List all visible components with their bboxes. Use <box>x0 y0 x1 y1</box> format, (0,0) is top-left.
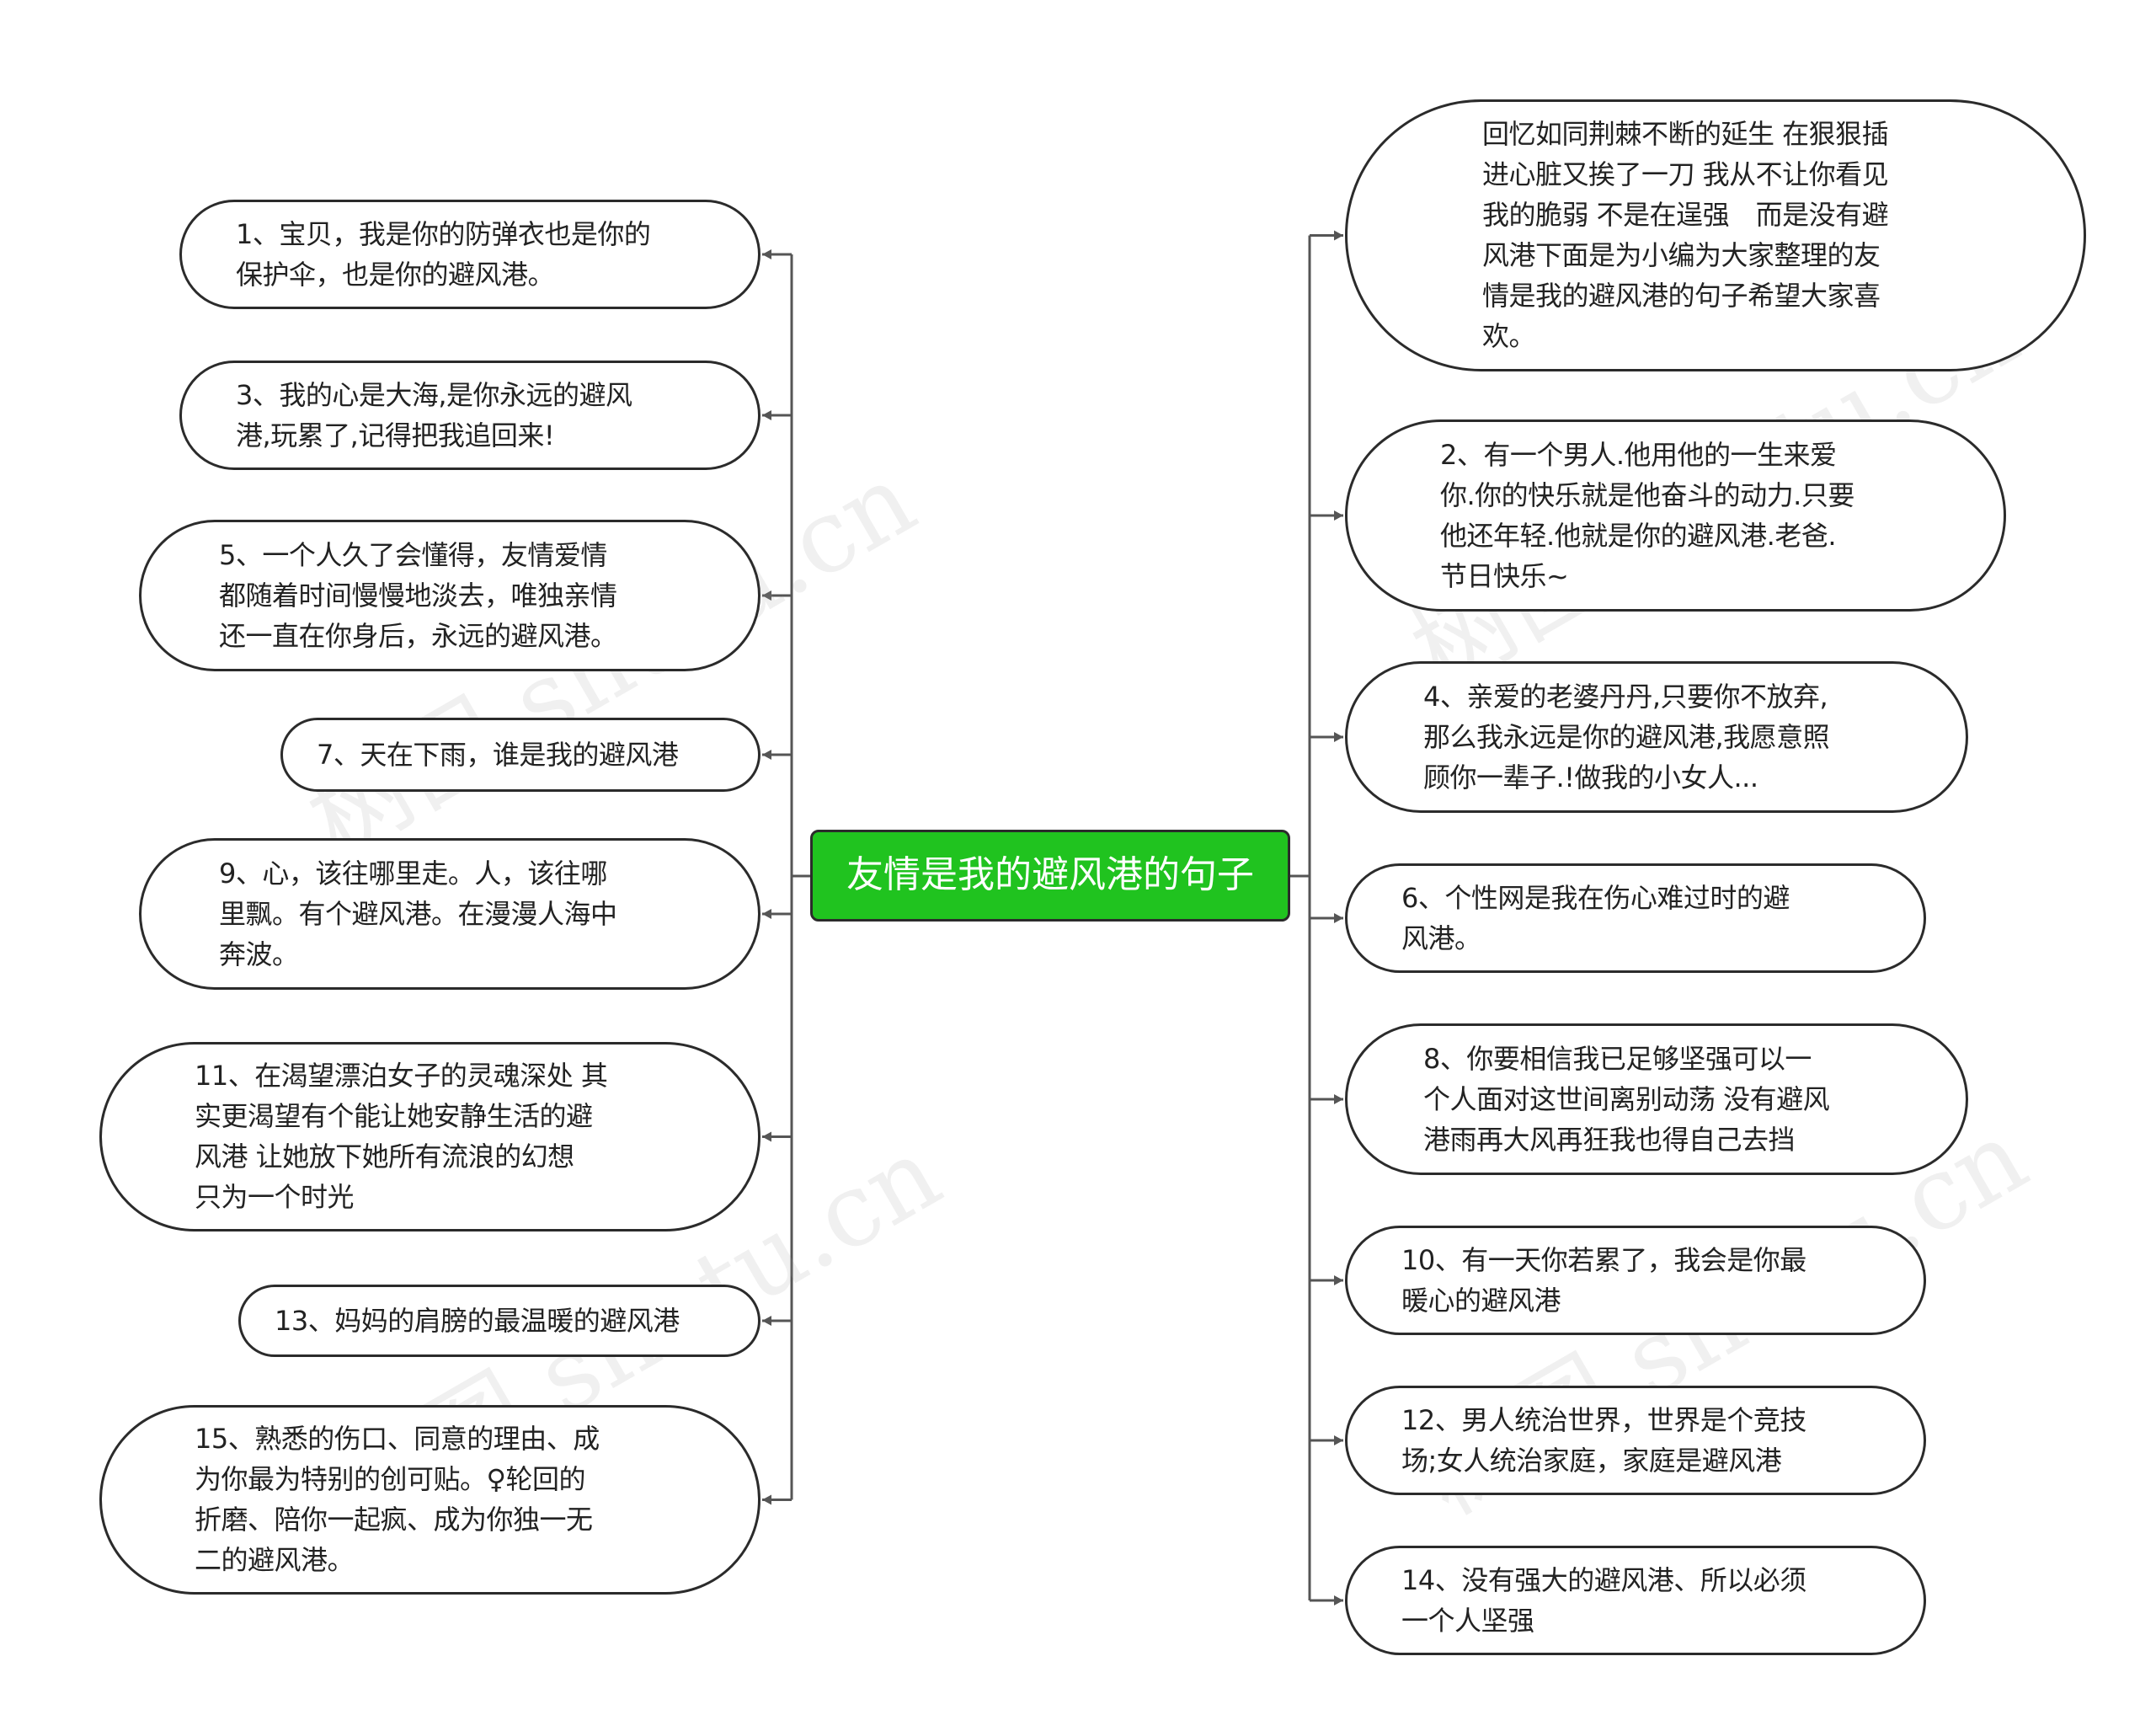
arrowhead <box>762 1131 771 1142</box>
arrowhead <box>1334 1435 1343 1445</box>
node-text-line: 风港 让她放下她所有流浪的幻想 <box>195 1141 574 1173</box>
arrowhead <box>1334 1595 1343 1605</box>
node-text-line: 只为一个时光 <box>195 1181 355 1213</box>
node-text-line: 一个人坚强 <box>1401 1605 1534 1637</box>
right-branch-node[interactable]: 回忆如同荆棘不断的延生 在狠狠插进心脏又挨了一刀 我从不让你看见我的脆弱 不是在… <box>1345 99 2086 371</box>
arrowhead <box>762 750 771 760</box>
arrowhead <box>1334 732 1343 742</box>
node-text-line: 为你最为特别的创可贴。♀轮回的 <box>195 1463 585 1495</box>
node-text-line: 1、宝贝，我是你的防弹衣也是你的 <box>236 218 651 250</box>
left-branch-node[interactable]: 3、我的心是大海,是你永远的避风港,玩累了,记得把我追回来! <box>179 361 760 470</box>
left-branch-node[interactable]: 13、妈妈的肩膀的最温暖的避风港 <box>238 1285 760 1357</box>
arrowhead <box>1334 230 1343 241</box>
arrowhead <box>1334 1094 1343 1104</box>
node-text: 9、心，该往哪里走。人，该往哪里飘。有个避风港。在漫漫人海中奔波。 <box>219 853 617 975</box>
node-text-line: 12、男人统治世界，世界是个竞技 <box>1401 1404 1806 1436</box>
node-text: 回忆如同荆棘不断的延生 在狠狠插进心脏又挨了一刀 我从不让你看见我的脆弱 不是在… <box>1482 114 1889 356</box>
left-branch-node[interactable]: 7、天在下雨，谁是我的避风港 <box>280 718 760 792</box>
node-text-line: 13、妈妈的肩膀的最温暖的避风港 <box>275 1305 680 1337</box>
arrowhead <box>762 909 771 919</box>
node-text: 15、熟悉的伤口、同意的理由、成为你最为特别的创可贴。♀轮回的折磨、陪你一起疯、… <box>195 1418 600 1580</box>
left-branch-node[interactable]: 15、熟悉的伤口、同意的理由、成为你最为特别的创可贴。♀轮回的折磨、陪你一起疯、… <box>99 1405 760 1595</box>
right-branch-node[interactable]: 10、有一天你若累了，我会是你最暖心的避风港 <box>1345 1226 1926 1335</box>
node-text: 5、一个人久了会懂得，友情爱情都随着时间慢慢地淡去，唯独亲情还一直在你身后，永远… <box>219 535 617 656</box>
node-text-line: 还一直在你身后，永远的避风港。 <box>219 620 617 652</box>
node-text-line: 二的避风港。 <box>195 1544 355 1576</box>
left-branch-node[interactable]: 5、一个人久了会懂得，友情爱情都随着时间慢慢地淡去，唯独亲情还一直在你身后，永远… <box>139 520 760 671</box>
left-branch-node[interactable]: 11、在渴望漂泊女子的灵魂深处 其实更渴望有个能让她安静生活的避风港 让她放下她… <box>99 1042 760 1231</box>
node-text-line: 节日快乐~ <box>1440 560 1569 592</box>
right-branch-node[interactable]: 12、男人统治世界，世界是个竞技场;女人统治家庭，家庭是避风港 <box>1345 1386 1926 1495</box>
right-branch-node[interactable]: 2、有一个男人.他用他的一生来爱你.你的快乐就是他奋斗的动力.只要他还年轻.他就… <box>1345 419 2006 612</box>
node-text-line: 进心脏又挨了一刀 我从不让你看见 <box>1482 158 1889 190</box>
node-text-line: 情是我的避风港的句子希望大家喜 <box>1482 280 1881 312</box>
right-branch-node[interactable]: 6、个性网是我在伤心难过时的避风港。 <box>1345 863 1926 973</box>
node-text-line: 8、你要相信我已足够坚强可以一 <box>1423 1043 1812 1075</box>
node-text: 14、没有强大的避风港、所以必须一个人坚强 <box>1401 1560 1806 1641</box>
arrowhead <box>762 1494 771 1505</box>
node-text: 4、亲爱的老婆丹丹,只要你不放弃, 那么我永远是你的避风港,我愿意照顾你一辈子.!… <box>1423 676 1830 798</box>
node-text-line: 暖心的避风港 <box>1401 1285 1561 1317</box>
node-text-line: 那么我永远是你的避风港,我愿意照 <box>1423 721 1830 753</box>
node-text-line: 保护伞，也是你的避风港。 <box>236 259 555 291</box>
node-text: 12、男人统治世界，世界是个竞技场;女人统治家庭，家庭是避风港 <box>1401 1400 1806 1481</box>
node-text: 13、妈妈的肩膀的最温暖的避风港 <box>275 1301 680 1341</box>
node-text: 2、有一个男人.他用他的一生来爱你.你的快乐就是他奋斗的动力.只要他还年轻.他就… <box>1440 435 1854 596</box>
node-text-line: 个人面对这世间离别动荡 没有避风 <box>1423 1083 1830 1115</box>
node-text-line: 10、有一天你若累了，我会是你最 <box>1401 1244 1806 1276</box>
arrowhead <box>1334 510 1343 521</box>
node-text-line: 7、天在下雨，谁是我的避风港 <box>317 739 679 771</box>
arrowhead <box>1334 1275 1343 1285</box>
right-branch-node[interactable]: 14、没有强大的避风港、所以必须一个人坚强 <box>1345 1546 1926 1655</box>
arrowhead <box>1334 913 1343 923</box>
left-branch-node[interactable]: 9、心，该往哪里走。人，该往哪里飘。有个避风港。在漫漫人海中奔波。 <box>139 838 760 990</box>
node-text: 7、天在下雨，谁是我的避风港 <box>317 735 679 775</box>
node-text-line: 折磨、陪你一起疯、成为你独一无 <box>195 1504 593 1536</box>
node-text-line: 5、一个人久了会懂得，友情爱情 <box>219 539 607 571</box>
node-text-line: 风港下面是为小编为大家整理的友 <box>1482 239 1881 271</box>
node-text-line: 2、有一个男人.他用他的一生来爱 <box>1440 439 1837 471</box>
node-text-line: 场;女人统治家庭，家庭是避风港 <box>1401 1445 1782 1477</box>
node-text-line: 14、没有强大的避风港、所以必须 <box>1401 1564 1806 1596</box>
node-text: 3、我的心是大海,是你永远的避风港,玩累了,记得把我追回来! <box>236 375 632 456</box>
node-text: 10、有一天你若累了，我会是你最暖心的避风港 <box>1401 1240 1806 1321</box>
right-branch-node[interactable]: 8、你要相信我已足够坚强可以一个人面对这世间离别动荡 没有避风港雨再大风再狂我也… <box>1345 1023 1968 1175</box>
node-text-line: 3、我的心是大海,是你永远的避风 <box>236 379 632 411</box>
left-branch-node[interactable]: 1、宝贝，我是你的防弹衣也是你的保护伞，也是你的避风港。 <box>179 200 760 309</box>
arrowhead <box>762 410 771 420</box>
node-text-line: 风港。 <box>1401 922 1481 954</box>
node-text-line: 9、心，该往哪里走。人，该往哪 <box>219 857 607 890</box>
arrowhead <box>762 249 771 259</box>
node-text-line: 6、个性网是我在伤心难过时的避 <box>1401 882 1790 914</box>
node-text: 1、宝贝，我是你的防弹衣也是你的保护伞，也是你的避风港。 <box>236 214 651 295</box>
node-text-line: 港,玩累了,记得把我追回来! <box>236 419 555 451</box>
node-text-line: 欢。 <box>1482 320 1536 352</box>
node-text-line: 我的脆弱 不是在逞强 而是没有避 <box>1482 199 1889 231</box>
node-text-line: 港雨再大风再狂我也得自己去挡 <box>1423 1124 1796 1156</box>
arrowhead <box>762 1316 771 1326</box>
node-text-line: 都随着时间慢慢地淡去，唯独亲情 <box>219 580 617 612</box>
root-topic[interactable]: 友情是我的避风港的句子 <box>810 830 1290 922</box>
node-text-line: 奔波。 <box>219 938 299 970</box>
arrowhead <box>762 590 771 601</box>
node-text-line: 11、在渴望漂泊女子的灵魂深处 其 <box>195 1060 608 1092</box>
node-text-line: 回忆如同荆棘不断的延生 在狠狠插 <box>1482 118 1889 150</box>
node-text: 8、你要相信我已足够坚强可以一个人面对这世间离别动荡 没有避风港雨再大风再狂我也… <box>1423 1039 1830 1160</box>
node-text-line: 顾你一辈子.!做我的小女人... <box>1423 761 1758 793</box>
node-text-line: 实更渴望有个能让她安静生活的避 <box>195 1100 593 1132</box>
node-text-line: 4、亲爱的老婆丹丹,只要你不放弃, <box>1423 681 1828 713</box>
node-text-line: 你.你的快乐就是他奋斗的动力.只要 <box>1440 479 1854 511</box>
node-text: 6、个性网是我在伤心难过时的避风港。 <box>1401 878 1790 959</box>
right-branch-node[interactable]: 4、亲爱的老婆丹丹,只要你不放弃, 那么我永远是你的避风港,我愿意照顾你一辈子.!… <box>1345 661 1968 813</box>
node-text-line: 里飘。有个避风港。在漫漫人海中 <box>219 898 617 930</box>
node-text-line: 15、熟悉的伤口、同意的理由、成 <box>195 1423 600 1455</box>
node-text-line: 他还年轻.他就是你的避风港.老爸. <box>1440 520 1837 552</box>
node-text: 11、在渴望漂泊女子的灵魂深处 其实更渴望有个能让她安静生活的避风港 让她放下她… <box>195 1055 608 1217</box>
